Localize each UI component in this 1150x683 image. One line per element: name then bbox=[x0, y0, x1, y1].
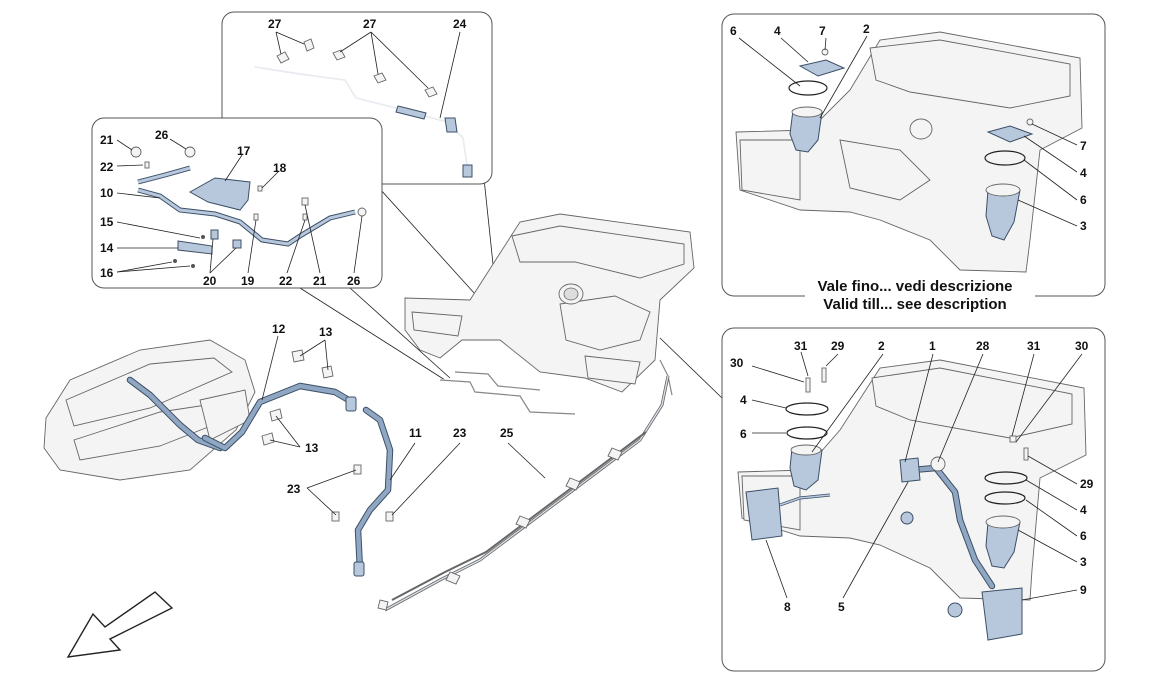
fuel-hose-12 bbox=[201, 349, 357, 452]
left-detail-panel: 21 26 22 17 18 10 15 14 16 20 19 22 21 2… bbox=[91, 117, 383, 289]
callout-label: 21 bbox=[100, 133, 114, 147]
callout-label: 8 bbox=[784, 600, 791, 614]
validity-note-it: Vale fino... vedi descrizione bbox=[817, 278, 1012, 295]
fuel-tank-main bbox=[404, 213, 695, 416]
callout-label: 6 bbox=[1080, 193, 1087, 207]
callout-label: 17 bbox=[237, 144, 251, 158]
upper-right-detail-panel: 6 4 7 2 7 4 6 3 Vale fino... vedi descri… bbox=[721, 13, 1106, 314]
callout-label: 7 bbox=[1080, 139, 1087, 153]
callout-label: 31 bbox=[794, 339, 808, 353]
callout-label: 30 bbox=[730, 356, 744, 370]
callout-label: 18 bbox=[273, 161, 287, 175]
fuel-hose-11 bbox=[331, 406, 394, 577]
callout-label: 6 bbox=[740, 427, 747, 441]
engine-block bbox=[43, 339, 256, 481]
callout-label: 23 bbox=[453, 426, 467, 440]
callout-label: 4 bbox=[1080, 503, 1087, 517]
callout-label: 29 bbox=[1080, 477, 1094, 491]
callout-label: 10 bbox=[100, 186, 114, 200]
callout-label: 6 bbox=[1080, 529, 1087, 543]
callout-label: 7 bbox=[819, 24, 826, 38]
callout-label: 11 bbox=[409, 426, 422, 440]
callout-label: 19 bbox=[241, 274, 255, 288]
callout-label: 1 bbox=[929, 339, 936, 353]
callout-label: 16 bbox=[100, 266, 114, 280]
callout-label: 4 bbox=[740, 393, 747, 407]
callout-label: 28 bbox=[976, 339, 990, 353]
direction-arrow-icon bbox=[66, 591, 174, 658]
callout-label: 25 bbox=[500, 426, 514, 440]
callout-label: 21 bbox=[313, 274, 327, 288]
callout-label: 13 bbox=[319, 325, 333, 339]
callout-label: 12 bbox=[272, 322, 286, 336]
callout-label: 5 bbox=[838, 600, 845, 614]
callout-label: 14 bbox=[100, 241, 114, 255]
callout-label: 15 bbox=[100, 215, 114, 229]
clip-27 bbox=[276, 38, 438, 98]
callout-label: 29 bbox=[831, 339, 845, 353]
callout-label: 3 bbox=[1080, 219, 1087, 233]
callout-label: 23 bbox=[287, 482, 301, 496]
callout-label: 4 bbox=[1080, 166, 1087, 180]
callout-label: 9 bbox=[1080, 583, 1087, 597]
callout-label: 27 bbox=[268, 17, 282, 31]
callout-label: 24 bbox=[453, 17, 467, 31]
callout-label: 2 bbox=[863, 22, 870, 36]
main-callouts: 12 13 13 11 23 23 25 bbox=[261, 322, 546, 516]
callout-label: 27 bbox=[363, 17, 377, 31]
callout-label: 22 bbox=[279, 274, 293, 288]
callout-label: 26 bbox=[155, 128, 169, 142]
callout-label: 31 bbox=[1027, 339, 1041, 353]
callout-label: 13 bbox=[305, 441, 319, 455]
callout-label: 20 bbox=[203, 274, 217, 288]
validity-note-en: Valid till... see description bbox=[823, 296, 1006, 313]
callout-label: 30 bbox=[1075, 339, 1089, 353]
callout-label: 6 bbox=[730, 24, 737, 38]
callout-label: 3 bbox=[1080, 555, 1087, 569]
callout-label: 2 bbox=[878, 339, 885, 353]
callout-label: 22 bbox=[100, 160, 114, 174]
callout-label: 26 bbox=[347, 274, 361, 288]
lower-right-detail-panel: 31 29 30 2 1 28 31 30 4 6 29 4 6 3 8 5 9 bbox=[721, 327, 1106, 672]
pipe-bundle-25 bbox=[377, 375, 670, 612]
callout-label: 4 bbox=[774, 24, 781, 38]
